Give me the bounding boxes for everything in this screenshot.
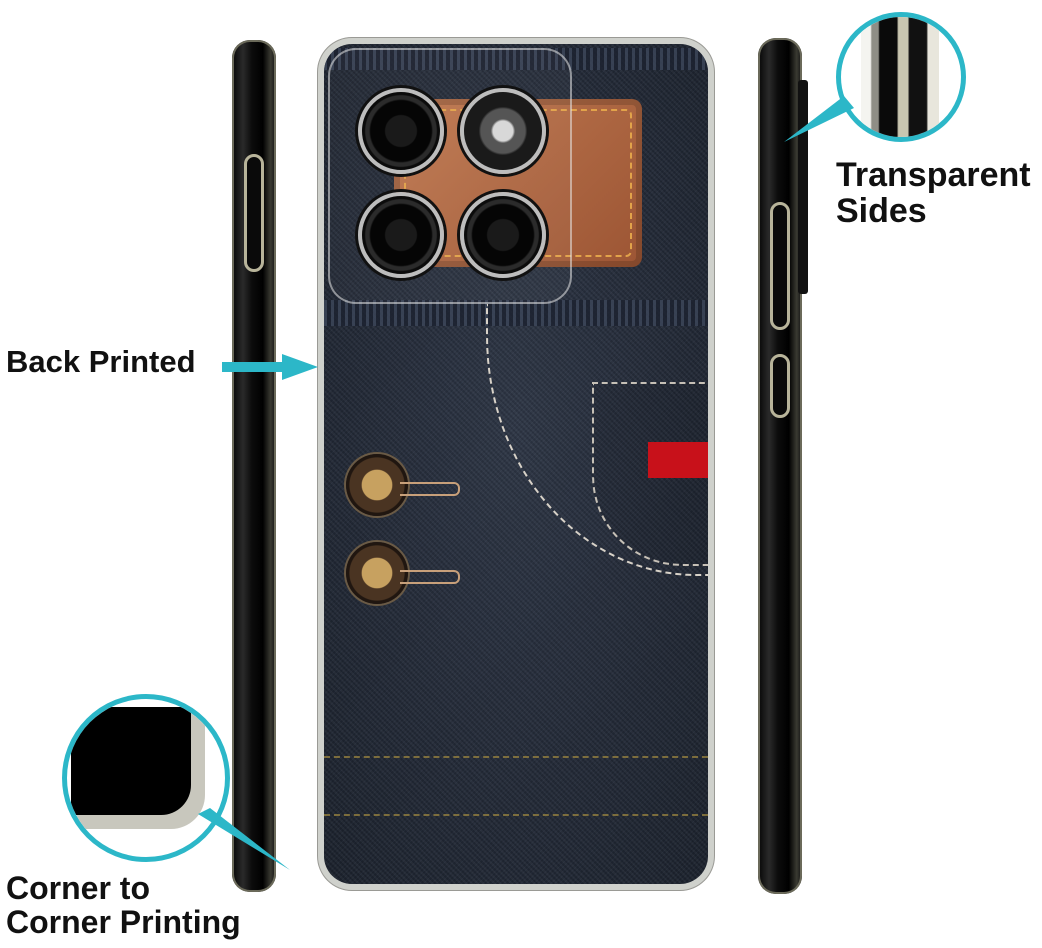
camera-lens	[358, 192, 444, 278]
camera-lens	[358, 88, 444, 174]
left-phone-side-profile	[232, 40, 276, 892]
back-printed-arrow	[222, 354, 318, 380]
back-printed-label: Back Printed	[6, 344, 196, 379]
red-tag	[648, 442, 708, 478]
side-button	[244, 154, 264, 272]
denim-print	[324, 44, 708, 884]
camera-flash	[460, 88, 546, 174]
power-button	[770, 354, 790, 418]
top-seam	[324, 48, 708, 70]
zoom-side-detail	[861, 17, 939, 137]
transparent-sides-zoom	[836, 12, 966, 142]
corner-print-pointer	[198, 808, 290, 870]
zoom-corner-detail	[71, 707, 191, 815]
camera-bump-side	[798, 80, 808, 294]
hem-stitch-line	[324, 814, 708, 816]
jeans-button	[346, 454, 408, 516]
transparent-sides-label: Transparent Sides	[836, 156, 1031, 230]
corner-printing-label: Corner to Corner Printing	[6, 870, 241, 940]
corner-print-zoom	[62, 694, 230, 862]
camera-module	[328, 48, 572, 304]
camera-lens	[460, 192, 546, 278]
right-phone-side-profile	[758, 38, 802, 894]
button-loop	[400, 482, 460, 496]
button-loop	[400, 570, 460, 584]
volume-button	[770, 202, 790, 330]
phone-case-back	[318, 38, 714, 890]
transparent-sides-pointer	[784, 96, 854, 142]
hem-stitch-line	[324, 756, 708, 758]
jeans-button	[346, 542, 408, 604]
